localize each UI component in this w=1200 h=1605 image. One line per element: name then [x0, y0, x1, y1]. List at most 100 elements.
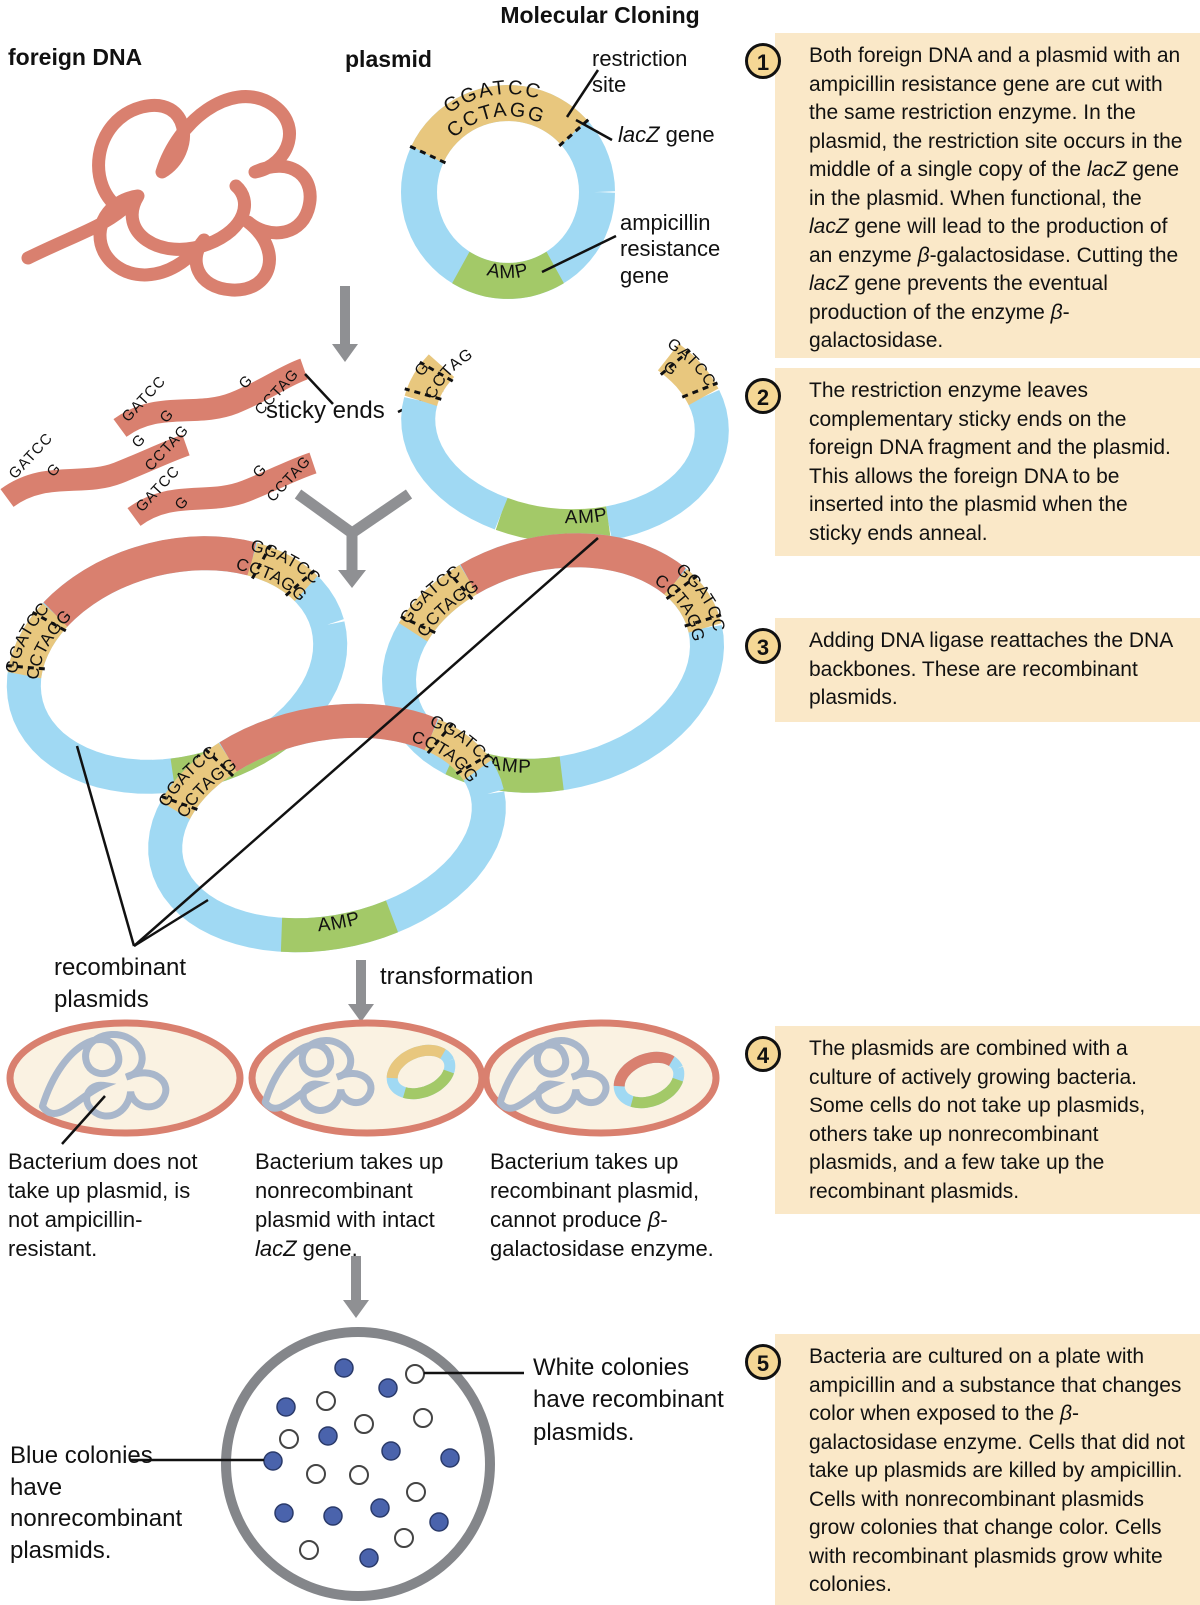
blue-colony-dot [318, 1426, 338, 1446]
white-colony-dot [405, 1364, 425, 1384]
ring-segment [219, 703, 438, 772]
pointer-line [541, 234, 617, 274]
ring-segment [398, 565, 478, 642]
pointer-line [61, 1095, 106, 1145]
ring-segment [160, 742, 238, 820]
white-colony-dot [299, 1540, 319, 1560]
caption-bacterium-nonrecombinant: Bacterium takes up nonrecombinant plasmi… [255, 1149, 444, 1262]
ring-segment [664, 569, 722, 633]
bacterial-chromosome [496, 1037, 610, 1114]
ring-segment [401, 397, 508, 530]
pointer-line [304, 373, 334, 405]
blue-colony-dot [334, 1358, 354, 1378]
white-colony-dot [394, 1528, 414, 1548]
step-text-4: The plasmids are combined with a culture… [809, 1037, 1146, 1203]
ring-segment [411, 84, 587, 163]
blue-colony-dot [440, 1448, 460, 1468]
bacterial-chromosome [38, 1030, 170, 1120]
dna-fragment [113, 358, 308, 438]
blue-colonies-label: Blue colonies have nonrecombinant plasmi… [10, 1442, 183, 1565]
flow-arrow-head [343, 1300, 369, 1318]
ring-segment [460, 533, 686, 596]
ring-segment [247, 542, 318, 602]
step-number-5: 5 [745, 1344, 781, 1380]
blue-colony-dot [378, 1378, 398, 1398]
ring-segment [630, 1077, 683, 1109]
petri-dish-plate [221, 1327, 495, 1601]
ring-segment [404, 354, 455, 407]
dna-fragment [0, 434, 190, 508]
step-box-3: 3 Adding DNA ligase reattaches the DNA b… [745, 618, 1200, 722]
step-box-1: 1 Both foreign DNA and a plasmid with an… [745, 33, 1200, 358]
ring-segment [424, 719, 492, 781]
lacz-gene-label: lacZ gene [618, 122, 715, 147]
ring-segment [7, 603, 69, 679]
bacteria-row [6, 1019, 720, 1145]
blue-colony-dot [276, 1397, 296, 1417]
pointer-line [133, 537, 599, 947]
white-colony-dot [279, 1429, 299, 1449]
ring-segment [402, 1069, 454, 1100]
bacterial-chromosome [261, 1037, 375, 1114]
recombinant-plasmids-label: recombinant plasmids [54, 954, 187, 1014]
pointer-line [348, 489, 413, 538]
pointer-line [75, 745, 136, 947]
recombinant-pointer-lines [75, 537, 599, 948]
pointer-line [575, 118, 613, 142]
white-colony-dot [306, 1464, 326, 1484]
flow-arrow-head [338, 570, 366, 588]
ring-segment [280, 900, 399, 953]
ring-segment [657, 343, 719, 406]
blue-colony-dot [359, 1548, 379, 1568]
step-number-4: 4 [745, 1036, 781, 1072]
ring-segment [613, 1051, 675, 1087]
white-colony-dot [406, 1482, 426, 1502]
sticky-ends-label: sticky ends [266, 397, 385, 424]
step-text-5: Bacteria are cultured on a plate with am… [809, 1345, 1185, 1597]
mini-plasmid [613, 1051, 685, 1109]
step-box-5: 5 Bacteria are cultured on a plate with … [745, 1334, 1200, 1605]
white-colony-dot [354, 1414, 374, 1434]
white-colonies-label: White colonies have recombinant plasmids… [533, 1354, 724, 1446]
step-number-1: 1 [745, 43, 781, 79]
blue-colony-dot [381, 1441, 401, 1461]
blue-colony-dot [274, 1503, 294, 1523]
blue-colony-dot [263, 1451, 283, 1471]
mini-plasmid [386, 1044, 456, 1100]
step-text-1: Both foreign DNA and a plasmid with an a… [809, 44, 1183, 353]
page-title: Molecular Cloning [500, 2, 700, 28]
ring-segment [386, 1044, 446, 1079]
sequence-label: G [129, 431, 150, 452]
step-text-3: Adding DNA ligase reattaches the DNA bac… [809, 629, 1173, 710]
blue-colony-dot [429, 1512, 449, 1532]
dna-fragment [127, 452, 317, 527]
transformation-label: transformation [380, 963, 534, 990]
blue-colony-dot [370, 1498, 390, 1518]
step-box-4: 4 The plasmids are combined with a cultu… [745, 1026, 1200, 1214]
petri-dish [130, 1327, 524, 1601]
step-number-3: 3 [745, 628, 781, 664]
plasmid-label: plasmid [345, 46, 432, 72]
blue-colony-dot [323, 1506, 343, 1526]
sequence-label: AMP [565, 504, 610, 528]
cut-site-dash [408, 144, 447, 165]
pointer-line [294, 489, 356, 538]
restriction-site-label: restriction site [592, 46, 688, 98]
ring-segment [452, 251, 564, 299]
ampicillin-gene-label: ampicillin resistance gene [620, 210, 721, 288]
ring-segment [604, 390, 729, 540]
caption-bacterium-no-plasmid: Bacterium does not take up plasmid, is n… [8, 1149, 198, 1262]
foreign-dna-label: foreign DNA [8, 44, 143, 70]
pointer-line [133, 898, 209, 948]
flow-arrow-head [332, 344, 358, 362]
step-box-2: 2 The restriction enzyme leaves compleme… [745, 368, 1200, 556]
step-number-2: 2 [745, 378, 781, 414]
pointer-line [565, 69, 600, 118]
sequence-label: AMP [485, 260, 531, 284]
ring-segment [495, 497, 611, 544]
flow-arrows [294, 286, 413, 1318]
